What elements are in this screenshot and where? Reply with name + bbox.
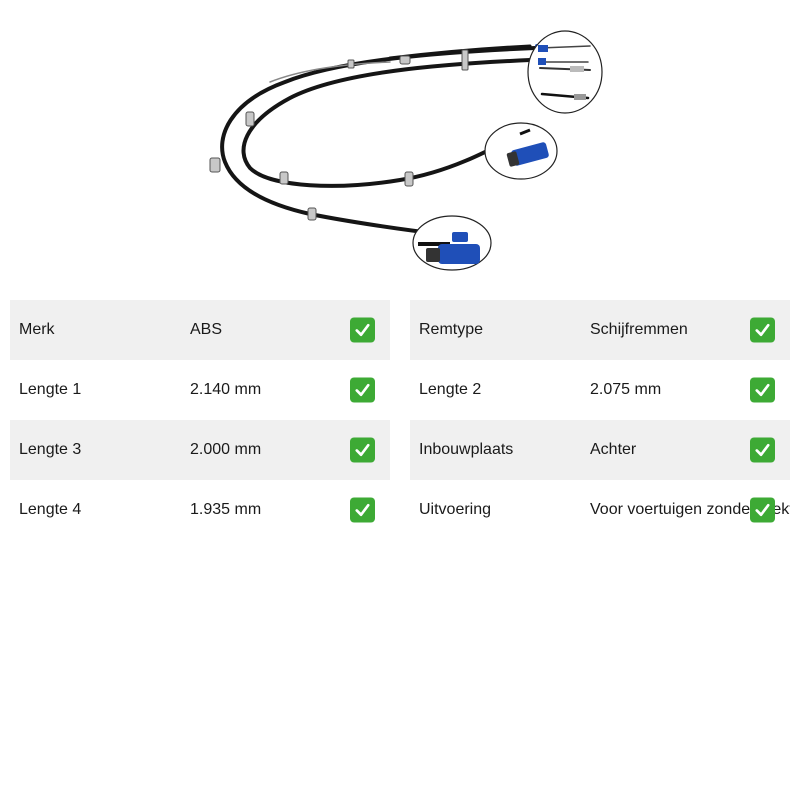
spec-row-remtype: Remtype Schijfremmen xyxy=(410,300,790,360)
spec-row-merk: Merk ABS xyxy=(10,300,390,360)
check-icon xyxy=(350,377,375,403)
spec-table-right: Remtype Schijfremmen Lengte 2 2.075 mm I… xyxy=(410,300,790,540)
spec-label: Inbouwplaats xyxy=(419,441,514,458)
check-icon xyxy=(350,317,375,343)
spec-row-lengte-1: Lengte 1 2.140 mm xyxy=(10,360,390,420)
spec-value: 2.000 mm xyxy=(190,441,262,458)
spec-value: Achter xyxy=(590,441,637,458)
check-icon xyxy=(750,317,775,343)
spec-row-lengte-4: Lengte 4 1.935 mm xyxy=(10,480,390,540)
spec-label: Uitvoering xyxy=(419,501,492,518)
spec-label: Merk xyxy=(19,321,55,338)
spec-label: Lengte 2 xyxy=(419,381,482,398)
spec-row-lengte-2: Lengte 2 2.075 mm xyxy=(410,360,790,420)
check-icon xyxy=(750,377,775,403)
spec-table-left: Merk ABS Lengte 1 2.140 mm Lengte 3 2.00… xyxy=(10,300,390,540)
check-icon xyxy=(350,437,375,463)
spec-value: 2.140 mm xyxy=(190,381,262,398)
spec-row-lengte-3: Lengte 3 2.000 mm xyxy=(10,420,390,480)
spec-label: Lengte 3 xyxy=(19,441,82,458)
spec-value: 1.935 mm xyxy=(190,501,262,518)
spec-value: Schijfremmen xyxy=(590,321,688,338)
spec-label: Lengte 4 xyxy=(19,501,82,518)
spec-tables: Merk ABS Lengte 1 2.140 mm Lengte 3 2.00… xyxy=(10,300,790,540)
spec-row-uitvoering: Uitvoering Voor voertuigen zonder elektr… xyxy=(410,480,790,540)
spec-value: 2.075 mm xyxy=(590,381,662,398)
check-icon xyxy=(750,437,775,463)
check-icon xyxy=(750,497,775,523)
check-icon xyxy=(350,497,375,523)
spec-value: ABS xyxy=(190,321,223,338)
spec-value: Voor voertuigen zonder elektrische parke… xyxy=(590,501,790,518)
spec-row-inbouwplaats: Inbouwplaats Achter xyxy=(410,420,790,480)
spec-label: Lengte 1 xyxy=(19,381,82,398)
handbrake-cable-set-image xyxy=(209,30,603,271)
spec-label: Remtype xyxy=(419,321,484,338)
